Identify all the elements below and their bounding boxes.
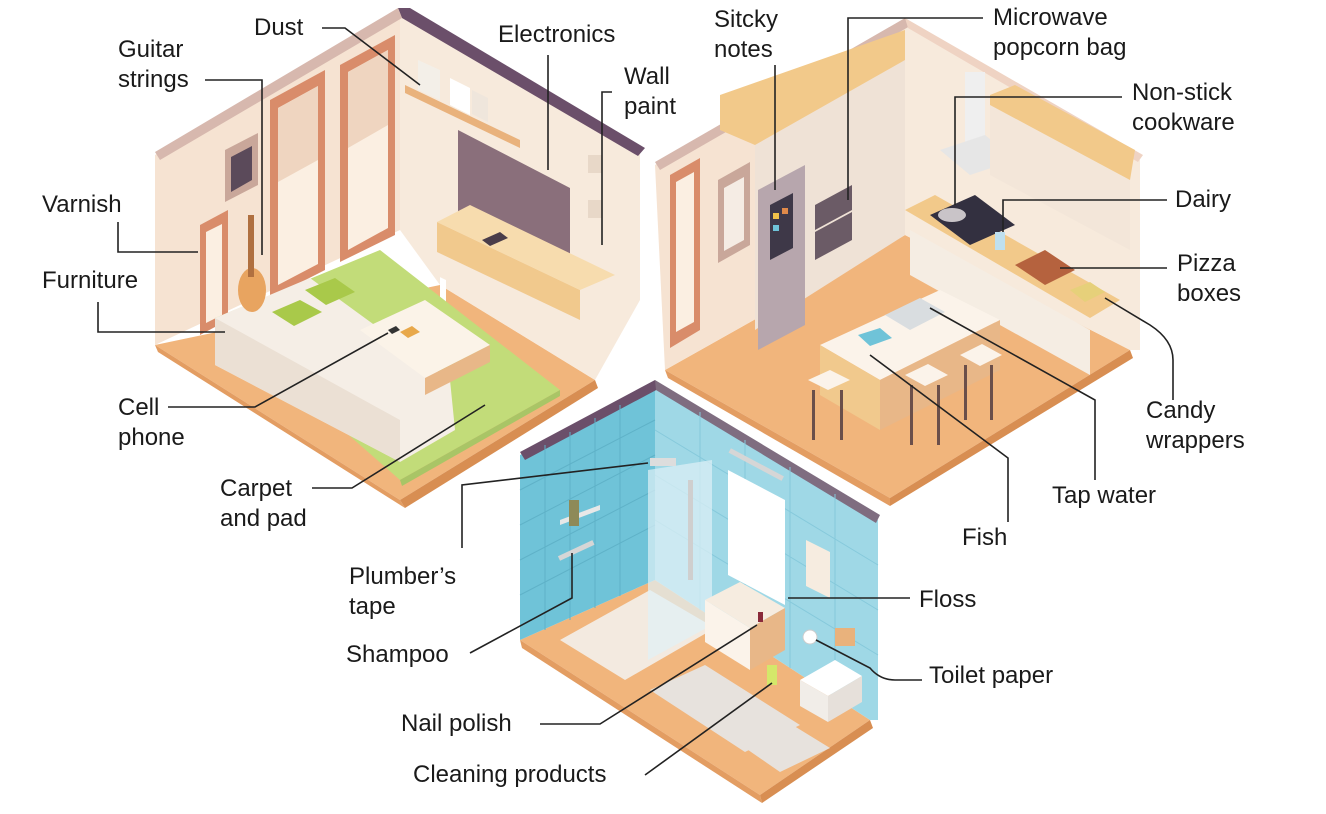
shampoo-bottle — [569, 500, 579, 526]
leader-varnish — [117, 222, 198, 253]
label-furniture: Furniture — [42, 267, 139, 294]
leader-non-stick-cookware — [954, 96, 1122, 205]
label-electronics: Electronics — [498, 21, 616, 48]
tv-screen — [458, 130, 570, 268]
bathroom — [519, 380, 880, 803]
label-dairy: Dairy — [1175, 186, 1232, 213]
guitar — [238, 268, 266, 312]
cooktop — [930, 195, 1015, 245]
leader-dairy — [1002, 199, 1167, 232]
leader-fish — [869, 354, 1009, 522]
label-nail-polish: Nail polish — [401, 710, 512, 737]
leader-guitar-strings — [205, 79, 263, 255]
leader-microwave-popcorn-bag — [847, 17, 983, 200]
label-fish: Fish — [962, 524, 1008, 551]
leader-candy-wrappers — [1104, 297, 1174, 400]
pizza-box — [1015, 250, 1075, 285]
leader-lines — [97, 17, 1174, 776]
leader-nail-polish — [540, 624, 758, 725]
sink-cabinet — [705, 600, 750, 670]
label-floss: Floss — [919, 586, 977, 613]
leader-plumbers-tape — [461, 462, 649, 548]
label-cleaning-products: Cleaning products — [413, 761, 607, 788]
label-tap-water: Tap water — [1052, 482, 1157, 509]
leader-furniture — [97, 302, 225, 333]
coffee-table — [360, 300, 490, 378]
leader-wall-paint — [601, 91, 612, 245]
leader-carpet-and-pad — [312, 404, 486, 489]
living-room-roof-edge — [398, 8, 645, 156]
kitchen-island — [820, 290, 1000, 380]
leader-toilet-paper — [815, 639, 922, 681]
label-dust: Dust — [254, 14, 304, 41]
leader-cleaning-products — [644, 682, 773, 776]
toilet — [800, 680, 828, 722]
leader-cell-phone — [168, 332, 389, 408]
living-room — [155, 8, 645, 508]
leader-dust — [322, 27, 421, 86]
fridge — [758, 165, 805, 350]
leader-shampoo — [469, 553, 573, 654]
label-shampoo: Shampoo — [346, 641, 449, 668]
mirror — [728, 470, 785, 605]
label-toilet-paper: Toilet paper — [929, 662, 1054, 689]
leader-tap-water — [929, 307, 1096, 480]
label-varnish: Varnish — [42, 191, 122, 218]
sofa — [215, 278, 455, 462]
cleaning-spray — [767, 665, 777, 685]
